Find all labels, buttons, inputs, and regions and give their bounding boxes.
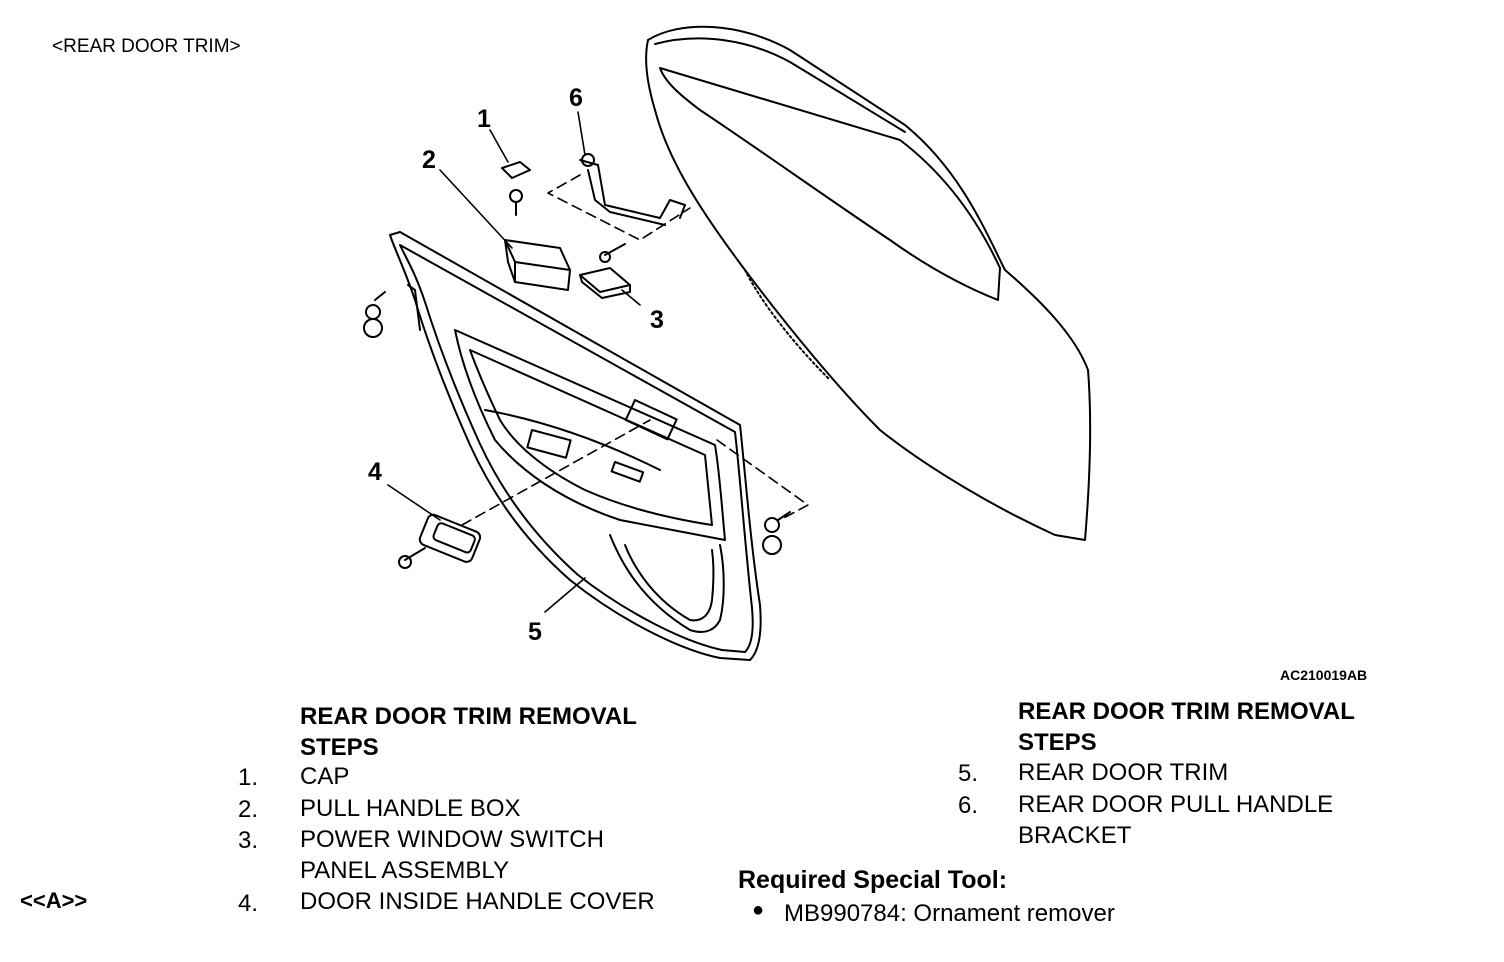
left-steps-heading-line1: REAR DOOR TRIM REMOVAL: [300, 703, 637, 730]
right-steps-heading-line2: STEPS: [1018, 729, 1097, 756]
callout-3: 3: [650, 306, 664, 334]
special-tool-heading: Required Special Tool:: [738, 866, 1008, 894]
step-number: 3.: [238, 827, 259, 854]
special-tool-item: MB990784: Ornament remover: [784, 900, 1115, 927]
pull-handle-bracket: [579, 153, 686, 226]
left-steps-heading-line2: STEPS: [300, 734, 379, 761]
step-text: BRACKET: [1018, 822, 1132, 849]
section-title: <REAR DOOR TRIM>: [52, 36, 241, 57]
callout-numbers: 1 2 3 4 5 6 AC210019AB: [368, 84, 1367, 683]
inside-handle-cover: [398, 513, 482, 569]
callout-6: 6: [569, 84, 583, 112]
door-shell: [645, 25, 1092, 541]
power-window-switch-panel: [579, 243, 631, 299]
leader-lines: [387, 111, 641, 613]
step-text: DOOR INSIDE HANDLE COVER: [300, 888, 655, 915]
callout-2: 2: [422, 146, 436, 174]
step-number: 2.: [238, 796, 259, 823]
step-text: REAR DOOR TRIM: [1018, 759, 1229, 786]
step-text: CAP: [300, 763, 350, 790]
step-number: 6.: [958, 792, 979, 819]
exploded-view-diagram: 1 2 3 4 5 6 AC210019AB: [363, 25, 1367, 683]
step-marker-a: <<A>>: [20, 888, 88, 913]
cap-and-screw: [501, 161, 531, 216]
callout-1: 1: [477, 105, 491, 133]
step-number: 5.: [958, 760, 979, 787]
assembly-lines: [461, 174, 809, 526]
step-text: PANEL ASSEMBLY: [300, 857, 509, 884]
callout-4: 4: [368, 458, 382, 486]
step-number: 4.: [238, 890, 259, 917]
door-trim-panel: [389, 231, 762, 661]
trim-clips: [363, 291, 791, 555]
figure-code: AC210019AB: [1280, 667, 1367, 683]
step-text: POWER WINDOW SWITCH: [300, 826, 604, 853]
bullet-icon: ●: [752, 899, 765, 921]
step-text: REAR DOOR PULL HANDLE: [1018, 791, 1334, 818]
pull-handle-box: [504, 239, 571, 291]
step-text: PULL HANDLE BOX: [300, 795, 521, 822]
right-steps-heading-line1: REAR DOOR TRIM REMOVAL: [1018, 698, 1355, 725]
step-number: 1.: [238, 764, 259, 791]
callout-5: 5: [528, 618, 542, 646]
